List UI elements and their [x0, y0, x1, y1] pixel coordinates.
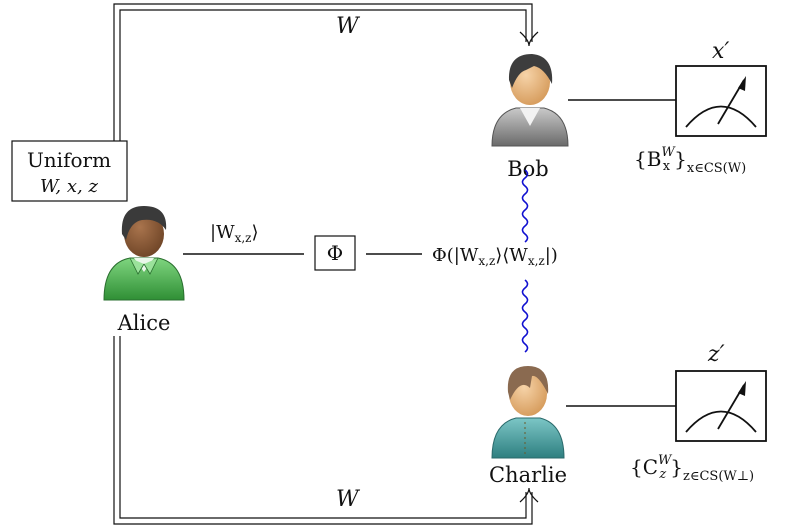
- bob-output-label: x′: [712, 39, 729, 64]
- uniform-variables: W, x, z: [40, 176, 98, 197]
- alice-label: Alice: [117, 311, 171, 335]
- bottom-classical-wire: [113, 336, 539, 525]
- channel-symbol: Φ: [327, 241, 343, 265]
- channel-box: Φ: [314, 235, 356, 271]
- bob-label: Bob: [507, 157, 549, 181]
- top-classical-wire: [113, 3, 539, 192]
- charlie-meter-icon: [675, 370, 767, 442]
- bob-entanglement-wave: [521, 169, 529, 243]
- top-wire-label: W: [336, 14, 361, 39]
- charlie-label: Charlie: [489, 463, 567, 487]
- input-state-label: |Wx,z⟩: [210, 222, 259, 245]
- alice-avatar: [103, 206, 185, 301]
- bob-meter-icon: [675, 65, 767, 137]
- bob-avatar: [491, 54, 569, 147]
- charlie-output-label: z′: [707, 342, 725, 367]
- uniform-label: Uniform: [27, 148, 111, 172]
- charlie-avatar: [491, 366, 565, 459]
- charlie-entanglement-wave: [521, 279, 529, 353]
- uniform-box: Uniform W, x, z: [11, 140, 128, 202]
- bottom-wire-label: W: [336, 487, 361, 512]
- output-state-label: Φ(|Wx,z⟩⟨Wx,z|): [432, 245, 558, 268]
